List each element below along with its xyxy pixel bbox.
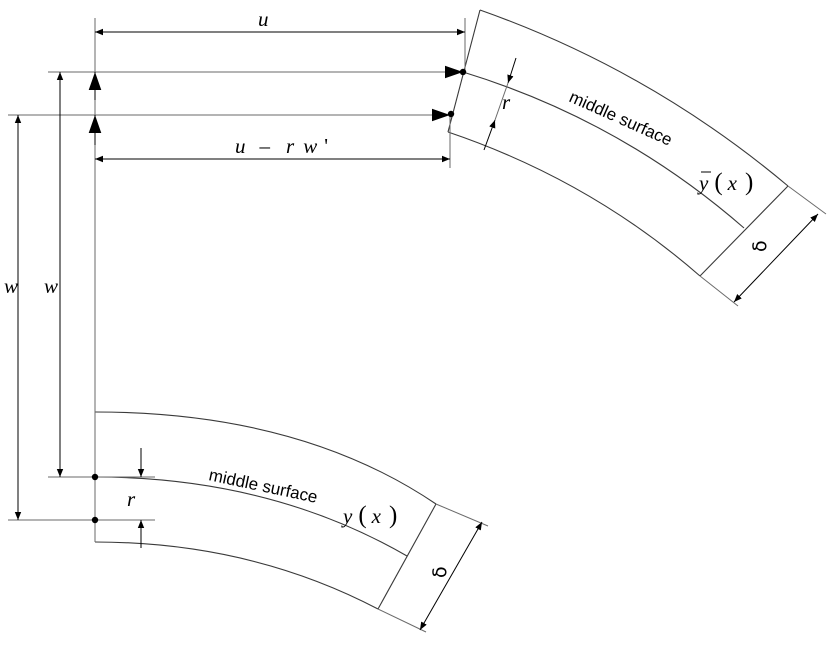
- r-top-arrow-upper: [507, 57, 517, 84]
- top-shell-end-line: [699, 185, 789, 277]
- u-minus-rw-u: u: [235, 134, 246, 158]
- top-shell-inner-edge: [447, 131, 701, 277]
- u-minus-rw-w: w: [303, 134, 317, 158]
- top-shell-outer-edge: [479, 9, 789, 187]
- r-bottom-label: r: [127, 487, 136, 511]
- top-point-upper: [459, 68, 467, 76]
- delta-bottom-dimension-line: [419, 521, 483, 631]
- y-letter: y: [341, 504, 353, 528]
- delta-top-ext-2: [699, 275, 739, 307]
- w-outer-label: w: [4, 274, 18, 298]
- ybar-paren-close: ): [745, 169, 753, 196]
- delta-bottom-ext-2: [377, 608, 427, 633]
- u-minus-rw-r: r: [286, 134, 295, 158]
- y-x: x: [371, 504, 382, 528]
- middle-surface-bottom-label: middle surface: [207, 465, 319, 507]
- delta-top-ext-1: [787, 185, 827, 215]
- u-minus-rw-label: u – r w ': [235, 134, 328, 158]
- w-inner-label: w: [44, 274, 58, 298]
- ybar-paren-open: (: [714, 169, 722, 196]
- y-paren-close: ): [389, 502, 397, 529]
- bottom-shell-end-line: [377, 503, 437, 610]
- delta-bottom-label: δ: [429, 566, 451, 578]
- ybar-x: x: [727, 171, 738, 195]
- r-top-guide: [494, 82, 509, 121]
- bottom-shell-middle-edge: [94, 476, 408, 557]
- bottom-point-upper: [91, 473, 99, 481]
- y-x-label: y ( x ): [341, 502, 397, 529]
- delta-top-label: δ: [749, 240, 771, 252]
- ybar-x-label: y ( x ): [697, 169, 753, 196]
- r-top-label: r: [502, 90, 511, 114]
- delta-top-dimension-line: [733, 213, 819, 303]
- top-shell-middle-edge: [462, 71, 745, 229]
- top-point-lower: [447, 110, 455, 118]
- bottom-point-lower: [91, 516, 99, 524]
- u-minus-rw-minus: –: [259, 134, 271, 158]
- bottom-shell-inner-edge: [94, 541, 379, 610]
- ybar-x-text: y ( x ): [697, 169, 753, 196]
- r-top-arrow-lower: [483, 119, 496, 151]
- u-minus-rw-prime: ': [324, 134, 328, 158]
- ybar-letter: y: [697, 171, 709, 195]
- y-paren-open: (: [358, 502, 366, 529]
- u-label: u: [258, 7, 269, 31]
- delta-bottom-ext-1: [435, 503, 489, 527]
- bottom-shell-outer-edge: [94, 411, 437, 505]
